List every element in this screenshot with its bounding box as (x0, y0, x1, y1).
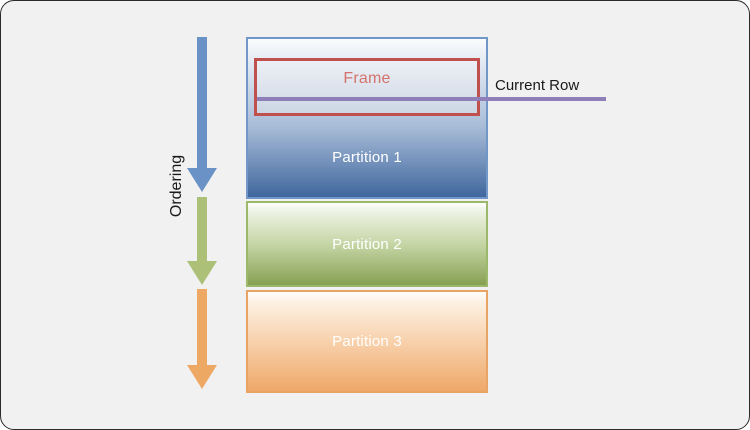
partition-2-box[interactable]: Partition 2 (246, 201, 488, 287)
partition-1-label: Partition 1 (332, 149, 402, 166)
arrow-shaft (197, 37, 207, 168)
ordering-arrow-blue-icon (187, 37, 217, 192)
arrow-head (187, 261, 217, 285)
ordering-arrow-green-icon (187, 197, 217, 285)
partition-3-label: Partition 3 (332, 333, 402, 350)
arrow-shaft (197, 197, 207, 261)
arrow-head (187, 168, 217, 192)
frame-label: Frame (343, 70, 391, 87)
arrow-head (187, 365, 217, 389)
partition-3-box[interactable]: Partition 3 (246, 290, 488, 393)
current-row-label: Current Row (495, 77, 580, 94)
ordering-arrow-orange-icon (187, 289, 217, 389)
frame-box[interactable]: Frame (254, 58, 480, 116)
partition-2-label: Partition 2 (332, 235, 402, 253)
arrow-shaft (197, 289, 207, 365)
current-row-line (257, 97, 606, 101)
ordering-axis-label: Ordering (168, 154, 185, 218)
